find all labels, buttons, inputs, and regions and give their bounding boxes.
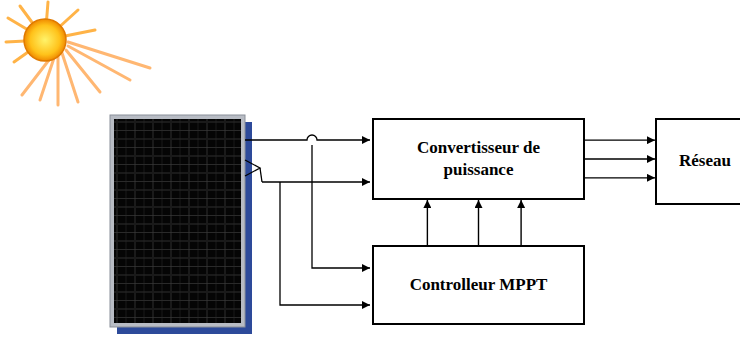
signal-arrow: [585, 139, 655, 140]
signal-arrow: [520, 200, 521, 245]
solar-panel: [110, 115, 252, 334]
panel-wires: [245, 135, 370, 305]
sun: [6, 2, 150, 105]
signal-arrow: [585, 158, 655, 159]
controller-box: Controlleur MPPT: [372, 245, 585, 325]
signal-arrow: [427, 200, 428, 245]
node-label: Controlleur MPPT: [410, 274, 548, 296]
grid-box: Réseau: [655, 118, 740, 205]
node-label: Convertisseur de puissance: [392, 137, 565, 181]
node-label: Réseau: [679, 150, 731, 172]
signal-arrow: [585, 177, 655, 178]
signal-arrow: [478, 200, 479, 245]
converter-box: Convertisseur de puissance: [372, 118, 585, 200]
